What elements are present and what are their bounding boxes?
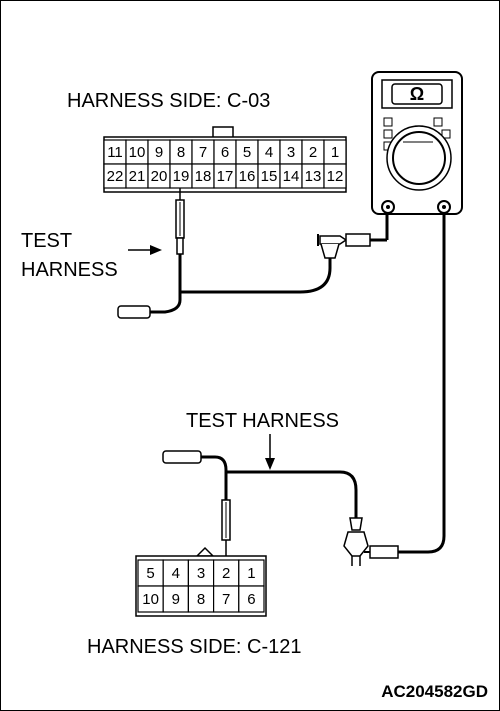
c03-pin-label: 10	[129, 144, 146, 161]
harness-side-c03-label: HARNESS SIDE: C-03	[67, 90, 270, 112]
selector-dial	[392, 131, 446, 185]
c03-pin-label: 12	[327, 168, 344, 185]
test-harness-left-arrow	[128, 245, 162, 255]
test-probe-c03	[175, 188, 185, 255]
c03-pin-label: 17	[217, 168, 234, 185]
c03-pin-label: 14	[283, 168, 300, 185]
c121-cell	[238, 559, 265, 587]
test-harness-mid-arrow	[265, 434, 275, 470]
c121-cell	[213, 585, 240, 613]
c03-pin-label: 1	[331, 144, 339, 161]
meter-lead-right	[398, 213, 446, 554]
c03-pin-label: 15	[261, 168, 278, 185]
test-harness-left-line1: TEST	[21, 230, 72, 252]
c121-pin-label: 2	[222, 565, 230, 582]
c03-cell	[323, 163, 347, 189]
c121-cell	[162, 559, 189, 587]
c121-cell	[162, 585, 189, 613]
c03-pin-label: 8	[177, 144, 185, 161]
c03-pin-label: 21	[129, 168, 146, 185]
harness-wire-lower-left	[201, 455, 228, 478]
c121-pin-label: 6	[247, 591, 255, 608]
c03-pin-label: 3	[287, 144, 295, 161]
c121-pin-label: 1	[247, 565, 255, 582]
c121-pin-label: 4	[172, 565, 180, 582]
c03-pin-label: 19	[173, 168, 190, 185]
alligator-clip-lower	[343, 517, 399, 566]
c121-pin-label: 8	[197, 591, 205, 608]
c03-pin-label: 4	[265, 144, 273, 161]
multimeter: Ω	[371, 71, 463, 215]
ohm-indicator	[391, 83, 443, 105]
figure-code: AC204582GD	[381, 682, 488, 701]
c121-pin-label: 3	[197, 565, 205, 582]
c03-pin-label: 5	[243, 144, 251, 161]
c121-pin-label: 10	[142, 591, 159, 608]
test-harness-wire-to-clip	[180, 258, 332, 294]
harness-wire-lower-span	[226, 470, 358, 518]
c03-pin-label: 20	[151, 168, 168, 185]
c03-pin-label: 13	[305, 168, 322, 185]
harness-plug-left	[117, 305, 151, 319]
c121-cell	[137, 559, 164, 587]
c03-pin-label: 7	[199, 144, 207, 161]
c03-pin-label: 18	[195, 168, 212, 185]
c121-pin-label: 5	[146, 565, 154, 582]
c121-cell	[213, 559, 240, 587]
c03-pin-label: 6	[221, 144, 229, 161]
c121-pin-label: 7	[222, 591, 230, 608]
c03-pin-label: 2	[309, 144, 317, 161]
test-harness-mid-label: TEST HARNESS	[186, 410, 339, 432]
c121-cell	[238, 585, 265, 613]
harness-plug-lower-left	[162, 450, 202, 464]
harness-side-c121-label: HARNESS SIDE: C-121	[87, 636, 302, 658]
test-probe-c121	[221, 499, 231, 558]
connector-c121-latch	[195, 546, 215, 557]
c03-pin-label: 22	[107, 168, 124, 185]
c03-pin-label: 9	[155, 144, 163, 161]
ohm-symbol-icon: Ω	[410, 84, 424, 104]
alligator-clip-upper	[317, 210, 389, 259]
c121-pin-label: 9	[172, 591, 180, 608]
c03-pin-label: 11	[107, 144, 123, 161]
c03-pin-label: 16	[239, 168, 256, 185]
test-harness-branch-left	[150, 299, 182, 314]
test-harness-left-line2: HARNESS	[21, 259, 118, 281]
